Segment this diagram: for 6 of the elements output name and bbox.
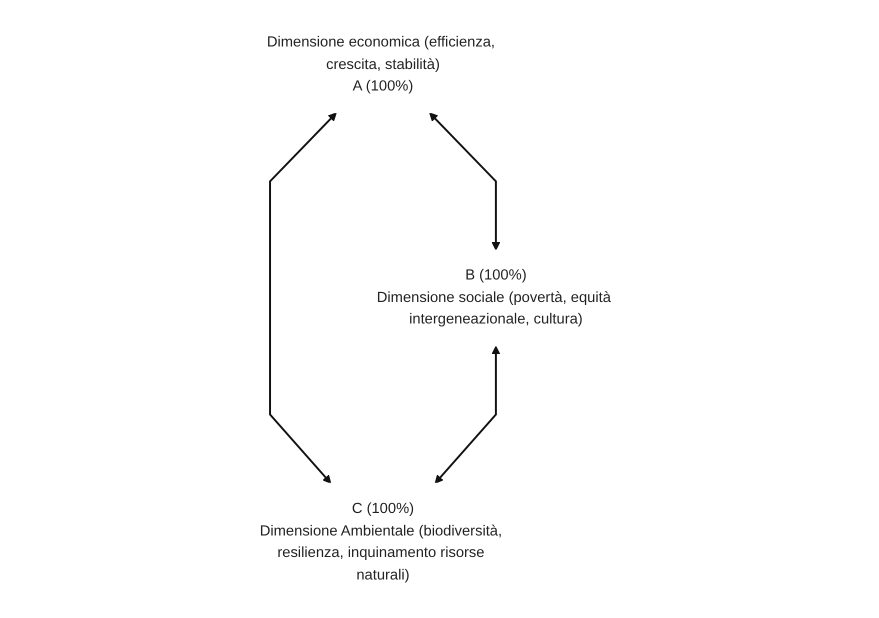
node-text: C (100%) Dimensione Ambientale (biodiversità, resilienza, inquinamento risorse naturali) xyxy=(260,500,502,583)
node-text: Dimensione economica (efficienza, crescita, stabilità) A (100%) xyxy=(266,34,496,94)
node-text: B (100%) Dimensione sociale (povertà, equità intergeneazionale, cultura) xyxy=(376,266,611,328)
arrow xyxy=(269,112,337,484)
arrow xyxy=(429,112,500,250)
arrow xyxy=(434,346,500,484)
